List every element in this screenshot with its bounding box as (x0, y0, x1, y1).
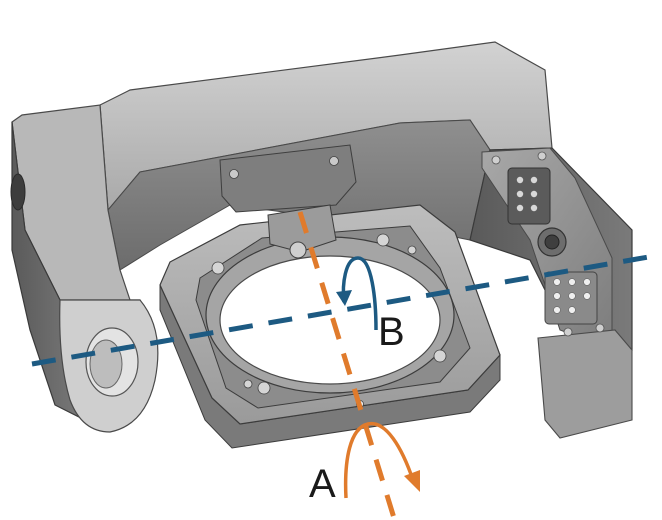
inner-gimbal (159, 204, 501, 449)
round-connector-inner (544, 234, 560, 250)
ring-screw (211, 261, 225, 275)
curved-arrow-icon (404, 470, 420, 492)
axis-a-label: A (309, 462, 336, 506)
axis-b (31, 252, 661, 367)
curved-arrow-icon (336, 290, 352, 306)
mount-screw (229, 169, 239, 179)
ring-screw (257, 381, 271, 395)
ring-screw (407, 245, 417, 255)
gimbal-top-knob (267, 204, 337, 253)
connector-housing (537, 329, 633, 439)
connector-bottom-pins (553, 278, 591, 314)
connector-screws (491, 151, 605, 337)
axis-a (297, 211, 420, 519)
back-mount (219, 144, 357, 213)
axis-b-rotation-arrow (341, 256, 378, 331)
axis-a-rotation-arrow (343, 421, 415, 499)
axis-b-line (31, 252, 661, 367)
mount-screw (329, 156, 339, 166)
ring-screw (433, 349, 447, 363)
ring-screw (243, 379, 253, 389)
connector-top-block (507, 167, 551, 225)
left-side-hole (10, 173, 26, 211)
axis-a-line (297, 211, 397, 519)
connector-panel (481, 147, 633, 439)
back-mount-plate (219, 144, 357, 213)
gimbal-top-pivot (289, 241, 307, 259)
axis-b-label: B (378, 310, 405, 354)
ring-screw (376, 233, 390, 247)
connector-top-pins (516, 176, 538, 212)
gimbal-aperture (219, 255, 441, 385)
